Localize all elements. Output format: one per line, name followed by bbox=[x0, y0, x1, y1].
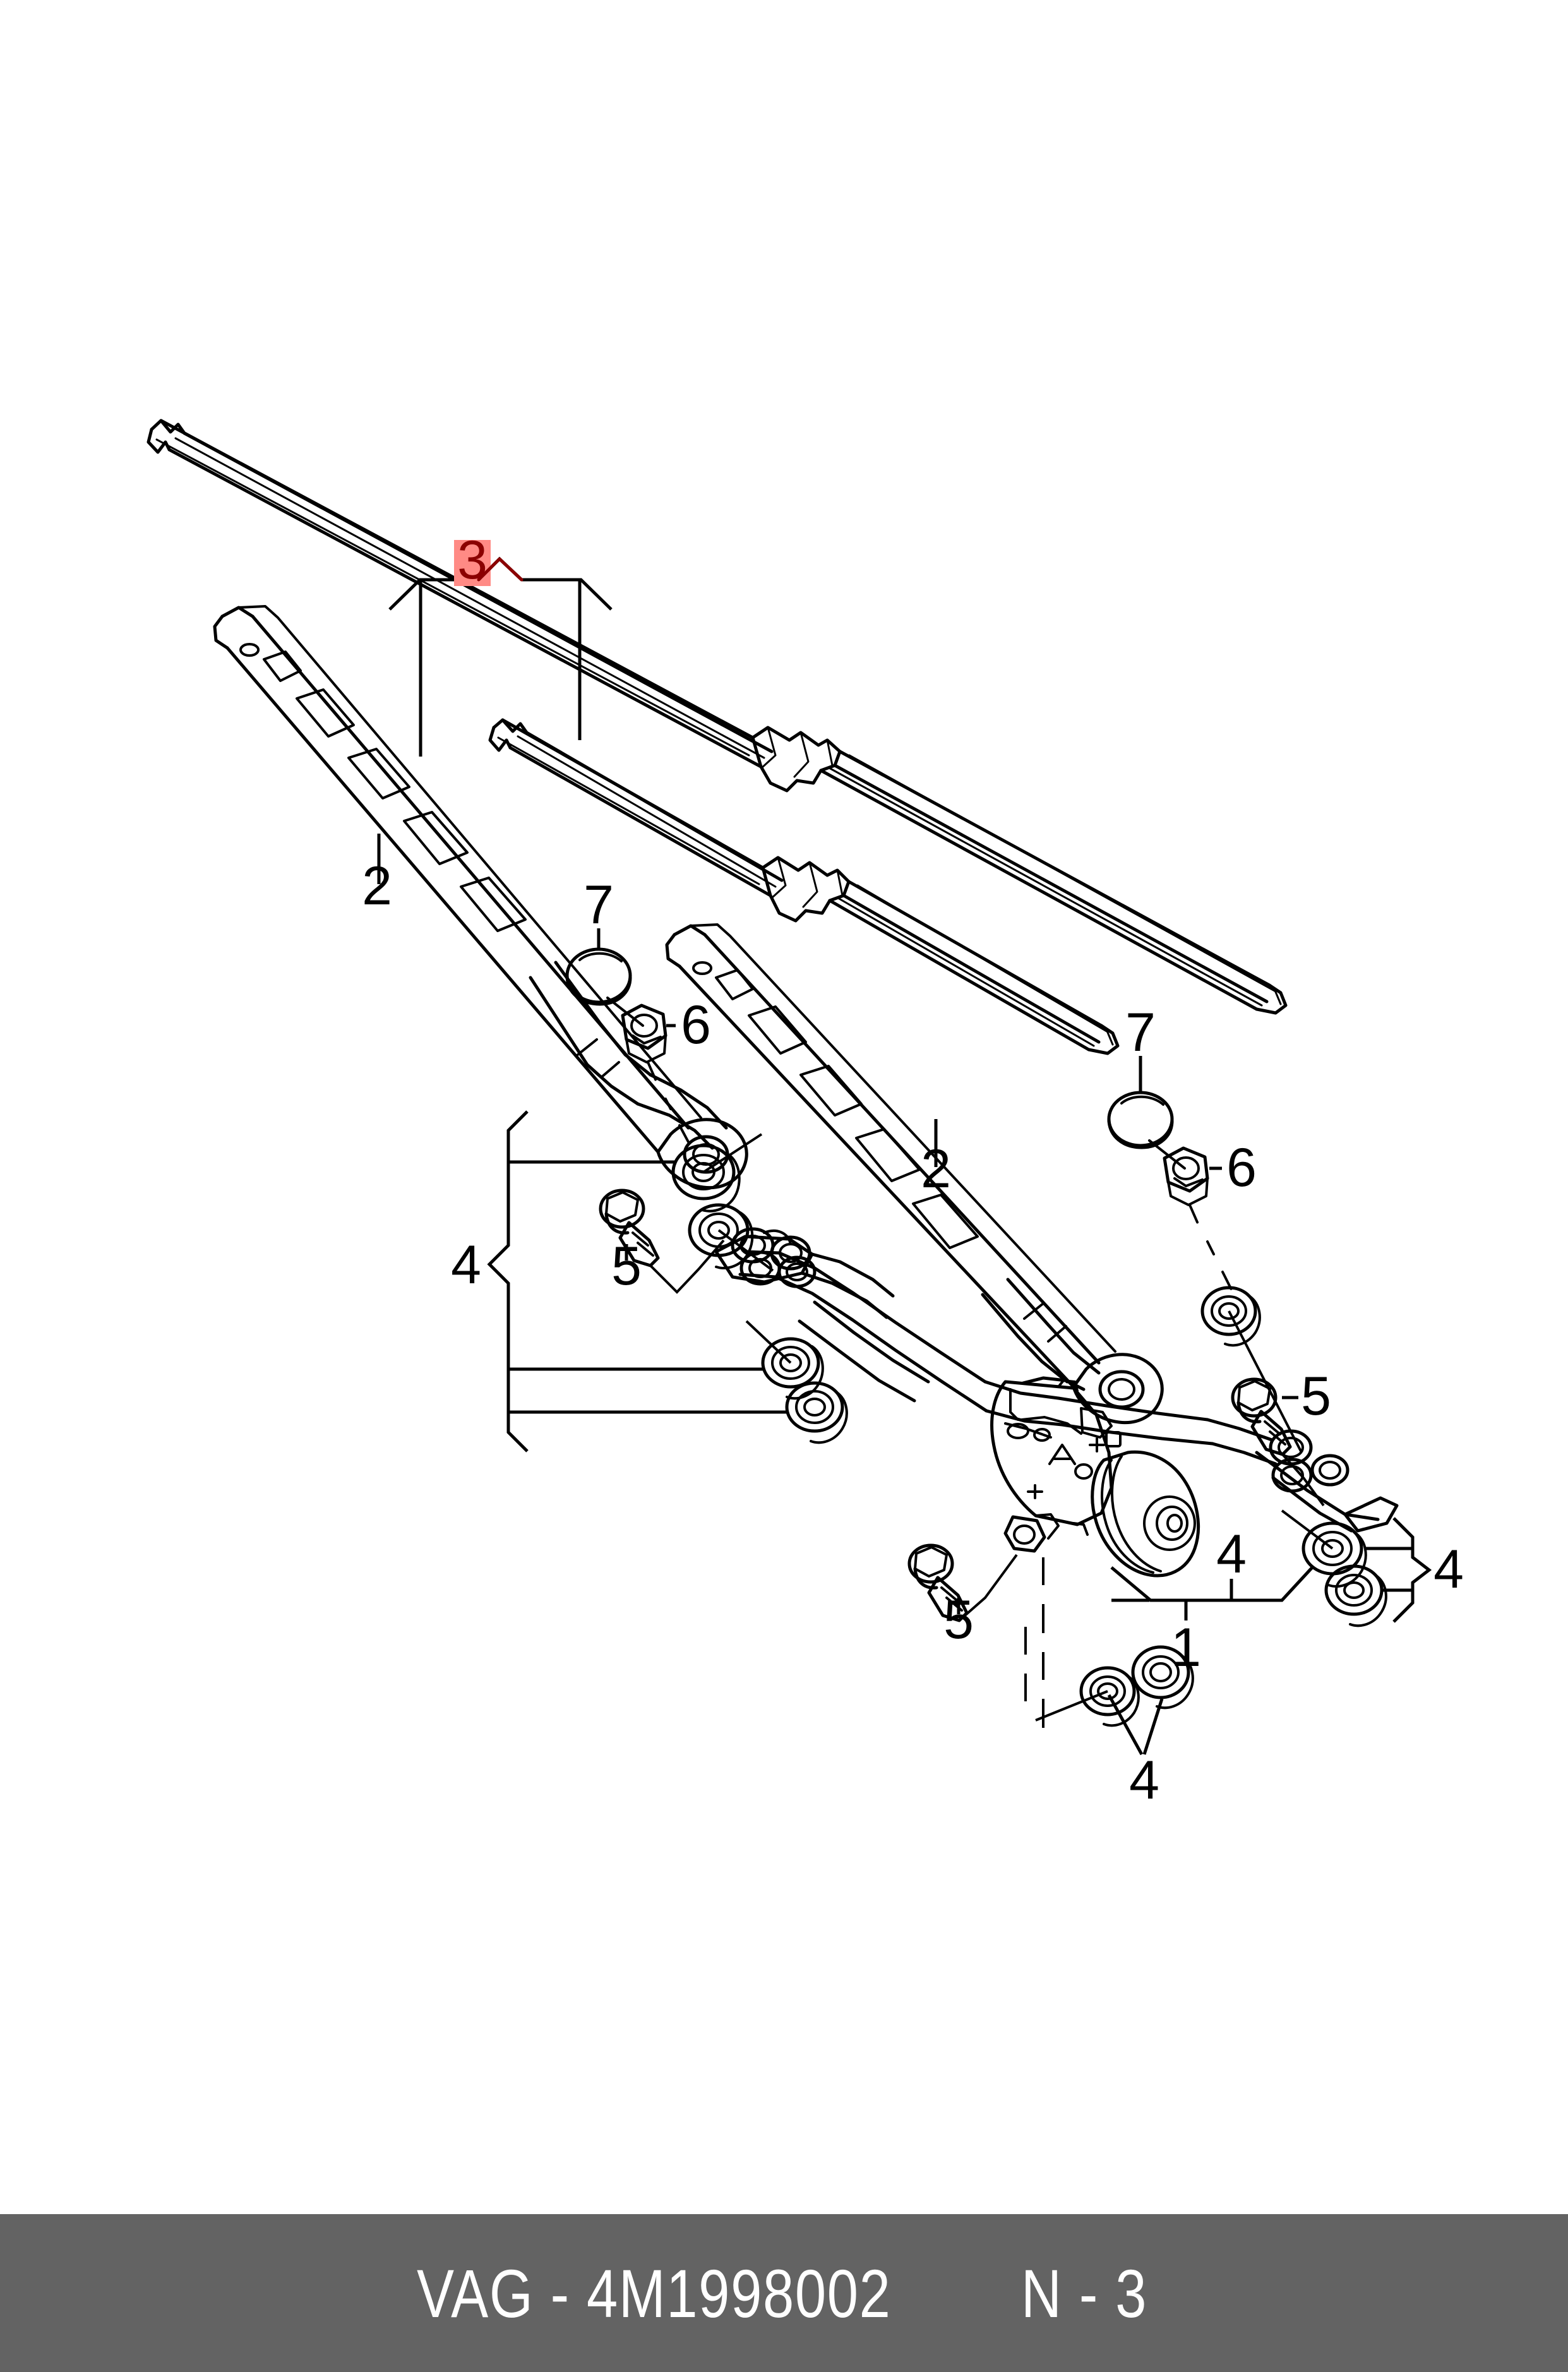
leader-callout-1-right bbox=[1186, 1566, 1314, 1602]
bushing-lower-left-a bbox=[761, 1337, 824, 1400]
callout-label-4-right: 4 bbox=[1433, 1539, 1464, 1600]
pointer-bolt-left bbox=[649, 1239, 725, 1294]
pointer-bolt-center bbox=[958, 1554, 1018, 1622]
callout-label-4-bottom: 4 bbox=[1129, 1750, 1159, 1811]
bushing-right-b bbox=[1324, 1564, 1387, 1627]
hex-nut-left bbox=[621, 1003, 667, 1063]
pointer-bushing-upper-left bbox=[702, 1133, 763, 1173]
callout-label-3: 3 bbox=[457, 530, 488, 590]
callout-3-highlight-arrow bbox=[477, 557, 524, 582]
callout-label-7-left: 7 bbox=[584, 875, 614, 935]
page-reference-label: N - 3 bbox=[1020, 2255, 1147, 2332]
leader-callout-4-bottom-left bbox=[1107, 1694, 1144, 1756]
bushing-bottom-a bbox=[1079, 1666, 1140, 1727]
callout-3-highlight-box bbox=[454, 540, 491, 586]
wiper-arm-right bbox=[665, 923, 1164, 1425]
callout-label-5-center: 5 bbox=[943, 1590, 974, 1650]
wiper-motor bbox=[990, 1376, 1200, 1578]
callout-label-6-right: 6 bbox=[1226, 1137, 1257, 1198]
callout-label-5-left: 5 bbox=[611, 1236, 642, 1297]
pointer-bushing-mid-left bbox=[717, 1229, 774, 1272]
bushing-lower-left-b bbox=[785, 1381, 848, 1444]
callout-label-6-left: 6 bbox=[681, 995, 711, 1055]
pointer-bushing-right-a bbox=[1281, 1509, 1334, 1550]
pointer-bushing-lower-left-a bbox=[745, 1320, 792, 1364]
part-code-label: VAG - 4M1998002 bbox=[417, 2255, 892, 2332]
callout-label-5-right: 5 bbox=[1301, 1366, 1331, 1427]
pointer-bolt-right bbox=[1281, 1453, 1325, 1507]
footer-content: VAG - 4M1998002 N - 3 bbox=[417, 2254, 1175, 2333]
wiper-blade-upper-left bbox=[147, 419, 1288, 1015]
leader-callout-4-bottom-right bbox=[1142, 1698, 1164, 1755]
wiper-linkage-rods bbox=[714, 1227, 1399, 1533]
pointer-bushing-motor-right bbox=[1228, 1310, 1302, 1452]
callout-label-7-right: 7 bbox=[1125, 1002, 1156, 1063]
bushing-motor-right bbox=[1200, 1286, 1261, 1347]
leader-callout-1-left bbox=[1110, 1566, 1188, 1620]
callout-label-2-left: 2 bbox=[362, 856, 392, 916]
wiper-blade-lower-right bbox=[488, 718, 1120, 1055]
bushing-mid-left bbox=[688, 1203, 754, 1269]
callout-label-4-motor: 4 bbox=[1216, 1524, 1247, 1584]
leader-callout-4-right-brace bbox=[1392, 1517, 1432, 1623]
leader-lines bbox=[377, 556, 1432, 1756]
bushing-upper-left bbox=[671, 1144, 741, 1213]
callout-label-2-right: 2 bbox=[921, 1139, 951, 1199]
wiper-arm-left bbox=[213, 605, 748, 1190]
bushing-bottom-b bbox=[1131, 1645, 1194, 1710]
pointer-bushing-bottom-a bbox=[1035, 1690, 1108, 1722]
callout-label-1-motor: 1 bbox=[1171, 1617, 1201, 1678]
leader-callout-4-left-brace bbox=[487, 1110, 529, 1453]
bushing-group bbox=[671, 1144, 1387, 1727]
callout-3-highlight-group[interactable]: 3 bbox=[454, 530, 524, 590]
callout-labels: 2 2 7 7 6 6 4 4 4 4 5 5 5 1 bbox=[362, 856, 1464, 1811]
callout-label-4-left: 4 bbox=[451, 1235, 481, 1295]
footer-bar: VAG - 4M1998002 N - 3 bbox=[0, 2214, 1568, 2372]
